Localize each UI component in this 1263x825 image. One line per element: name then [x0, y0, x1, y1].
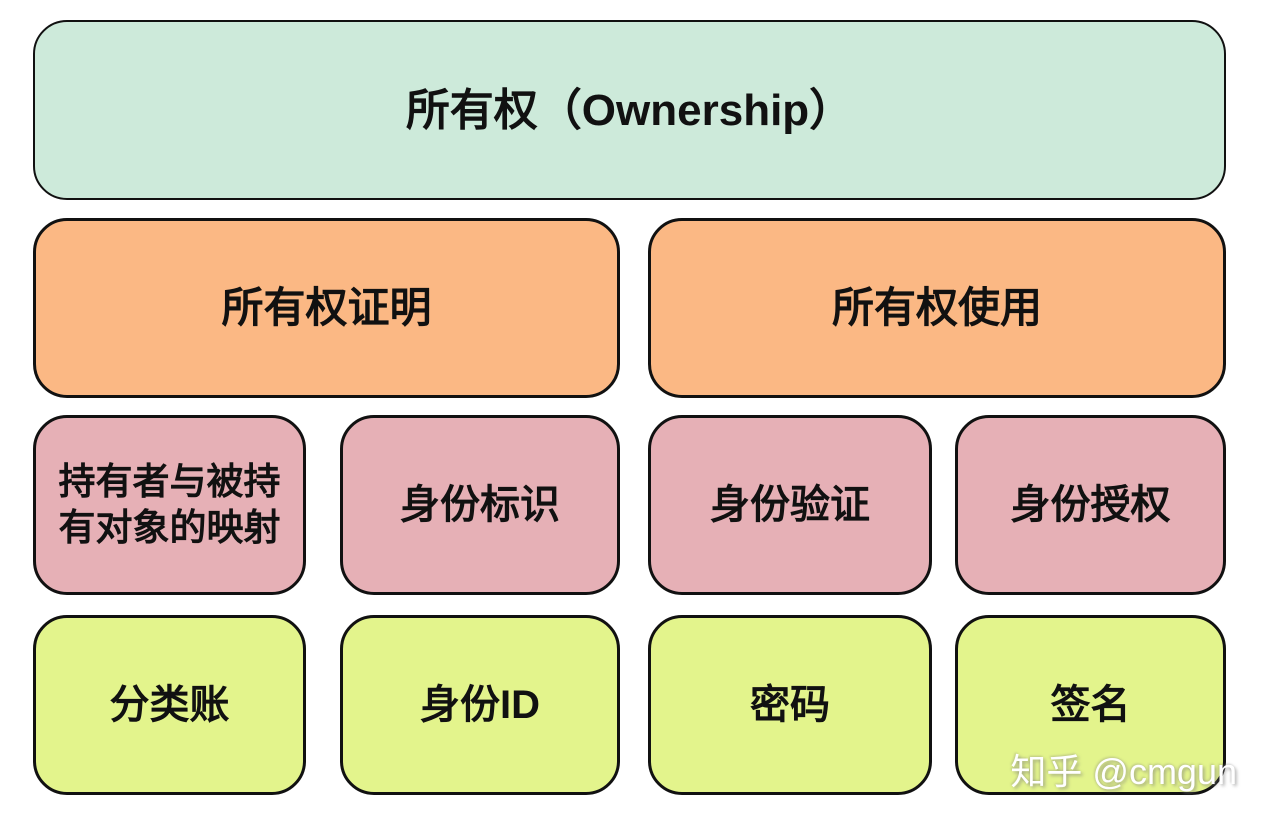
node-ledger: 分类账: [33, 615, 306, 795]
zhihu-watermark: 知乎 @cmgun: [1010, 751, 1237, 792]
node-holder-object-mapping: 持有者与被持 有对象的映射: [33, 415, 306, 595]
node-signature: 签名: [955, 615, 1226, 795]
node-identity-authorization: 身份授权: [955, 415, 1226, 595]
node-ownership-proof: 所有权证明: [33, 218, 620, 398]
node-password: 密码: [648, 615, 932, 795]
node-identity-verification: 身份验证: [648, 415, 932, 595]
node-identity-label: 身份标识: [340, 415, 620, 595]
node-identity-id: 身份ID: [340, 615, 620, 795]
node-ownership-root: 所有权（Ownership）: [33, 20, 1226, 200]
node-ownership-usage: 所有权使用: [648, 218, 1226, 398]
